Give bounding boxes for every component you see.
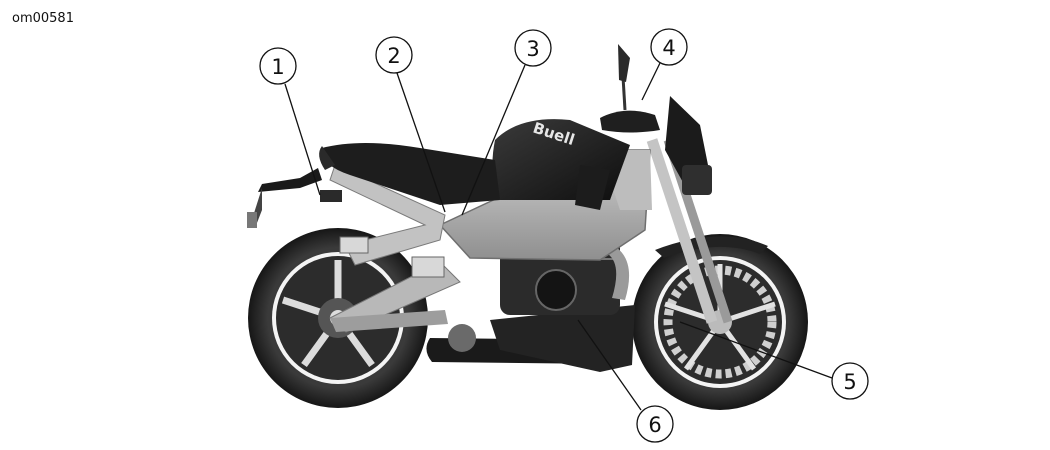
callout-3: 3	[514, 29, 552, 67]
rider-footpeg	[411, 256, 445, 278]
front-wheel	[632, 234, 808, 410]
seat	[321, 143, 500, 205]
figure-id: om00581	[12, 11, 74, 26]
callout-1: 1	[259, 47, 297, 85]
mirror	[618, 44, 630, 82]
swingarm-lower	[330, 310, 448, 332]
belly-pan	[490, 305, 635, 372]
callout-4-number: 4	[662, 36, 675, 60]
tail-section	[319, 146, 335, 170]
callout-5-number: 5	[843, 370, 856, 394]
rear-turn-signal	[320, 190, 342, 202]
callout-2-number: 2	[387, 44, 400, 68]
plate-light	[247, 212, 257, 228]
passenger-footpeg	[339, 236, 369, 254]
rear-sprocket	[448, 324, 476, 352]
headlight	[682, 165, 712, 195]
leader-1	[284, 83, 321, 196]
leader-lines	[284, 62, 833, 411]
callout-3-number: 3	[526, 37, 539, 61]
callout-1-number: 1	[271, 55, 284, 79]
leader-2	[396, 72, 446, 213]
callout-6: 6	[636, 405, 674, 443]
handlebar	[600, 110, 660, 133]
callout-6-number: 6	[648, 413, 661, 437]
leader-5	[679, 321, 833, 379]
subframe	[329, 164, 446, 266]
leader-4	[641, 62, 661, 101]
callout-5: 5	[831, 362, 869, 400]
license-bracket	[258, 168, 322, 192]
leader-6	[577, 319, 642, 411]
callout-2: 2	[375, 36, 413, 74]
airbox-cover	[575, 165, 610, 210]
leader-3	[461, 64, 526, 216]
callout-4: 4	[650, 28, 688, 66]
